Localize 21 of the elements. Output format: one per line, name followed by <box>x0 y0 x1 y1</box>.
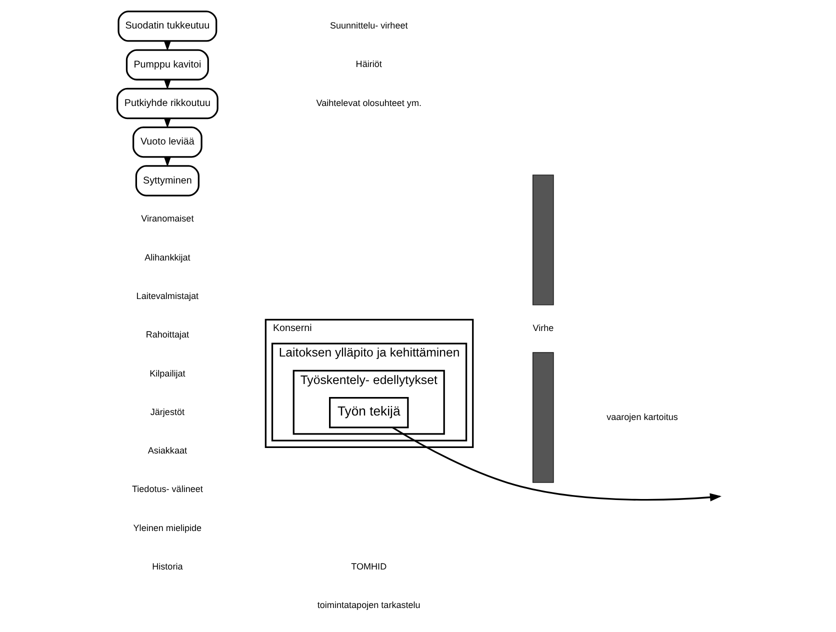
label: vaarojen kartoitus <box>606 412 678 422</box>
label: Viranomaiset <box>140 214 194 224</box>
label: Alihankkijat <box>144 252 190 262</box>
label: Virhe <box>532 323 554 334</box>
label: Rahoittajat <box>145 330 189 340</box>
label: Järjestöt <box>150 406 184 417</box>
label: toimintatapojen tarkastelu <box>316 600 420 610</box>
node-box: Työn tekijä <box>328 396 408 428</box>
label: Laitevalmistajat <box>136 290 198 301</box>
label: TOMHID <box>350 561 386 572</box>
label: Tiedotus- välineet <box>131 484 202 494</box>
label: Asiakkaat <box>147 446 187 456</box>
label: Vaihtelevat olosuhteet ym. <box>316 98 422 108</box>
label: Yleinen mielipide <box>132 522 202 533</box>
label: Kilpailijat <box>149 368 185 378</box>
label: Häiriöt <box>355 59 382 70</box>
node-bar <box>532 352 554 483</box>
node-box: Syttyminen <box>134 165 199 196</box>
label: Suunnittelu- virheet <box>329 20 408 30</box>
node-bar <box>532 174 554 306</box>
label: Historia <box>152 561 182 572</box>
